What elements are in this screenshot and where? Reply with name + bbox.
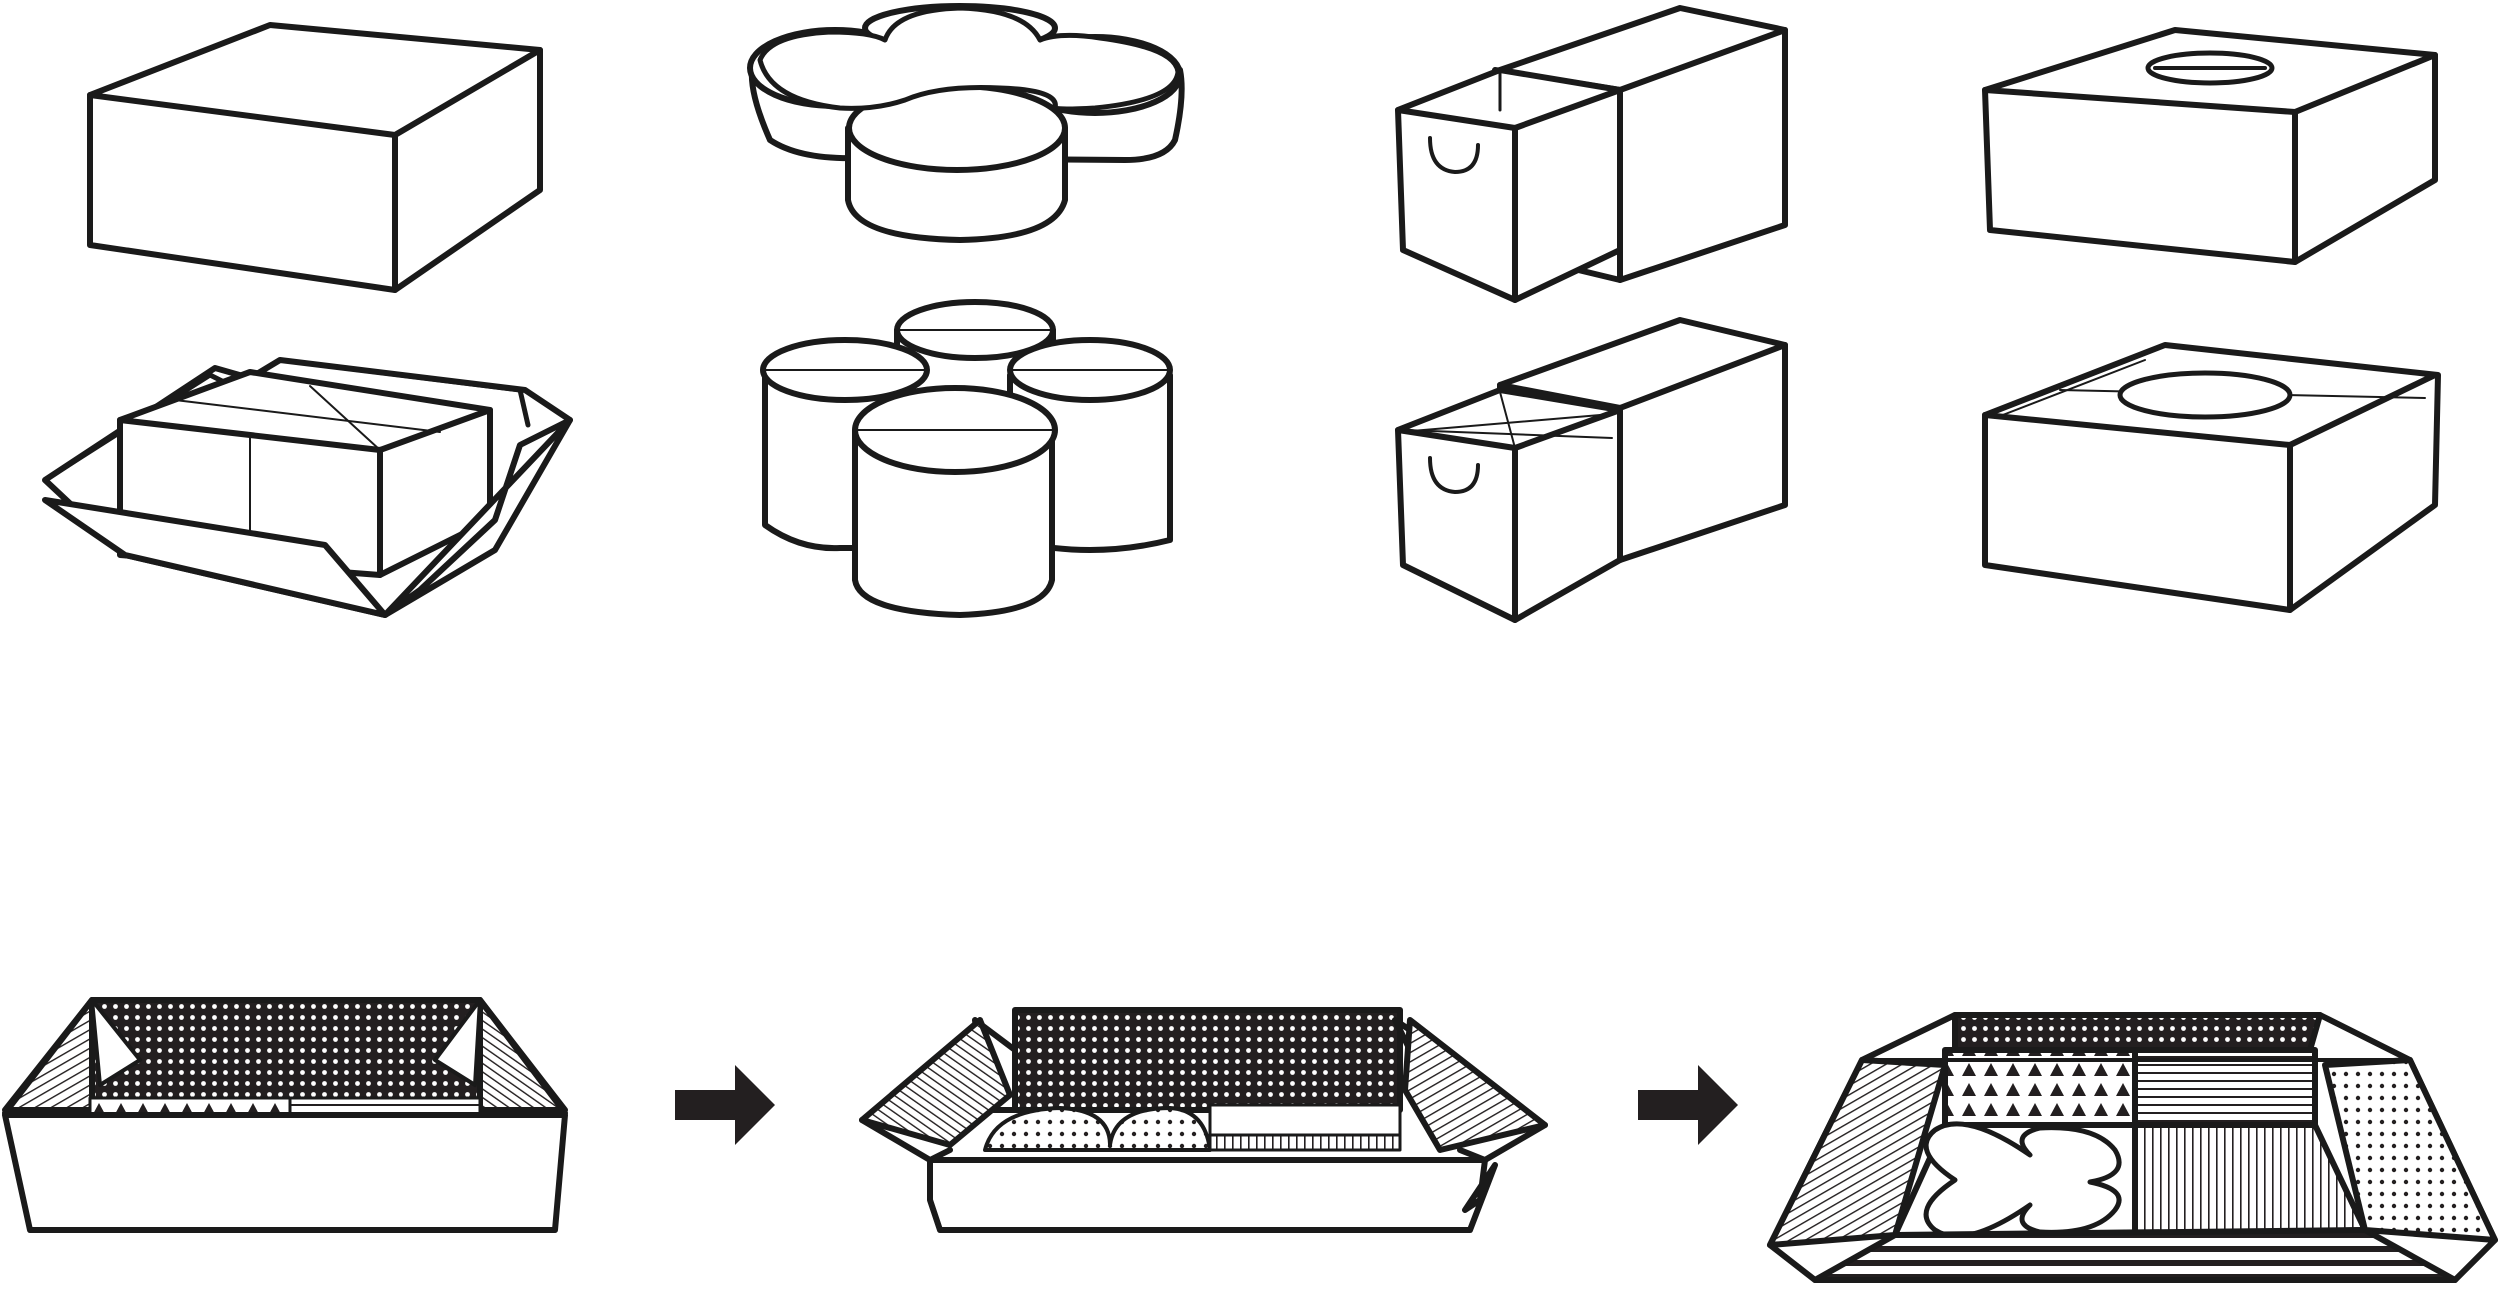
drawer-box-opened [1395, 317, 1788, 623]
flower-container-closed [747, 3, 1185, 243]
plain-box-closed [87, 22, 543, 293]
arrow-right-icon [1638, 1065, 1738, 1145]
patterned-tray-stage-2 [859, 1007, 1548, 1233]
lid-box-opened [1982, 342, 2441, 613]
lid-box-closed [1982, 27, 2438, 265]
drawer-box-closed [1395, 5, 1788, 303]
patterned-tray-stage-1 [2, 997, 568, 1233]
patterned-tray-stage-3 [1767, 1012, 2498, 1283]
plain-box-opened [42, 357, 573, 618]
flower-container-opened [760, 299, 1173, 618]
arrow-right-icon [675, 1065, 775, 1145]
